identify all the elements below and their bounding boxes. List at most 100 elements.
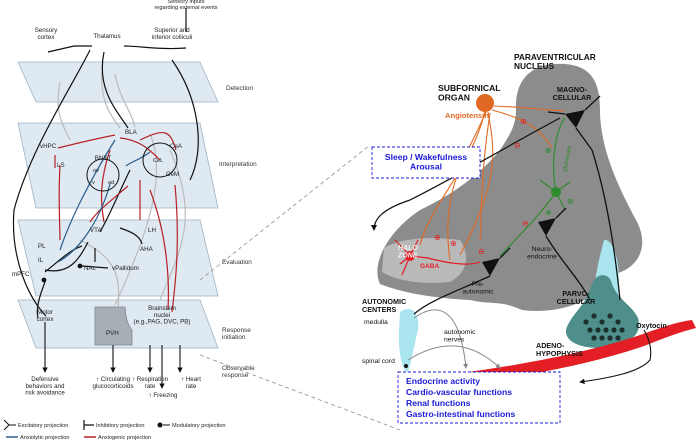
anxiogenic-projections	[54, 132, 178, 313]
medulla-label: medulla	[364, 319, 388, 326]
stage-evaluation: Evaluation	[222, 259, 252, 266]
pl-label: PL	[38, 243, 46, 250]
function-item: Gastro-intestinal functions	[406, 409, 516, 419]
il-label: IL	[38, 257, 44, 264]
plane-detection	[17, 61, 219, 103]
spinal-cord-label: spinal cord	[362, 358, 395, 365]
pvh-label: PVH	[106, 330, 119, 337]
ad-label: ad	[108, 180, 114, 186]
pvh-shape	[94, 306, 133, 346]
anxiolytic-projections	[57, 139, 151, 263]
stage-interpretation: Interpretation	[219, 161, 257, 168]
function-item: Endocrine activity	[406, 376, 480, 386]
glutamate-label: glutamate	[562, 145, 573, 173]
spinal-node	[404, 364, 408, 368]
output-arrows	[42, 322, 183, 389]
sleep-wakefulness-box	[371, 146, 481, 179]
bnst-label: BNST	[95, 155, 112, 162]
v-label: v	[92, 180, 95, 186]
arousal-projection	[371, 117, 561, 231]
minus-sign: ⊖	[478, 247, 485, 256]
cea-circle	[142, 142, 178, 178]
gaba-neuron	[394, 239, 481, 276]
autonomic-centers-shape	[398, 309, 419, 372]
nac-label: NAc	[84, 265, 96, 272]
modulatory-legend-icon	[157, 422, 163, 428]
minus-sign: ⊖	[514, 141, 521, 150]
oxytocin-arrow	[579, 329, 652, 385]
legend-inhibitory: Inhibitory projection	[96, 423, 145, 429]
plus-sign: ⊕	[520, 117, 527, 126]
cem-label: CeM	[166, 171, 179, 178]
freezing-output: ↑ Freezing	[149, 392, 178, 399]
ov-label: ov	[93, 168, 99, 174]
plus-sign: ⊕	[434, 233, 441, 242]
neuroendocrine-label: Neuro-endocrine	[527, 246, 557, 260]
preautonomic-neuron	[413, 247, 511, 315]
zoom-connectors	[199, 144, 401, 431]
neuroendocrine-neuron	[538, 207, 591, 301]
legend-anxiogenic: Anxiogenic projection	[98, 435, 151, 441]
bnst-circle	[86, 158, 120, 192]
lh-label: LH	[148, 227, 156, 234]
ls-label: LS	[57, 162, 65, 169]
excitatory-legend-icon	[3, 419, 16, 431]
glutamate-neuron	[499, 117, 571, 257]
oxytocin-label: Oxytocin	[636, 321, 667, 330]
gaba-label: GABA	[420, 263, 439, 270]
faded-projections	[57, 71, 186, 311]
magnocellular-neuron	[547, 95, 621, 301]
stage-detection: Detection	[226, 85, 253, 92]
aha-label: AHA	[140, 246, 154, 253]
functions-box	[397, 371, 561, 424]
black-projections	[12, 8, 199, 319]
minus-sign: ⊖	[522, 219, 529, 228]
vhpc-label: vHPC	[40, 143, 57, 150]
inhibitory-legend-icon	[83, 420, 94, 430]
mpfc-label: mPFC	[12, 271, 30, 278]
legend-anxiolytic: Anxiolytic projection	[20, 435, 69, 441]
nac-node	[77, 263, 83, 269]
autonomic-nerve-arrows	[407, 309, 501, 369]
blood-vessel	[468, 320, 696, 382]
function-item: Renal functions	[406, 398, 471, 408]
cea-label: CeA	[170, 143, 183, 150]
legend-excitatory: Excitatory projection	[18, 423, 68, 429]
synapse-signs: ⊕ ⊕ ⊕ ⊕ ⊕ ⊕ ⊖ ⊖ ⊖	[434, 117, 574, 256]
subfornical-organ-ball	[476, 94, 494, 112]
angiotensin-label: Angiotensin	[445, 111, 489, 120]
function-item: Cardio-vascular functions	[406, 387, 512, 397]
legend-modulatory: Modulatory projection	[172, 423, 225, 429]
plus-sign: ⊕	[545, 146, 552, 155]
vpallidum-label: vPallidum	[112, 265, 139, 272]
plus-sign: ⊕	[450, 239, 457, 248]
legend: Excitatory projection Inhibitory project…	[3, 419, 225, 441]
thalamus-label: Thalamus	[93, 33, 120, 40]
plus-sign: ⊕	[567, 197, 574, 206]
plus-sign: ⊕	[545, 208, 552, 217]
right-panel: ⊕ ⊕ ⊕ ⊕ ⊕ ⊕ ⊖ ⊖ ⊖ Sleep / WakefulnessAro…	[362, 52, 696, 424]
preautonomic-label: Pre-autonomic	[462, 281, 494, 295]
plane-interpretation	[17, 122, 219, 209]
magnocellular-label: MAGNO-CELLULAR	[553, 85, 593, 102]
cel-label: CeL	[153, 158, 163, 164]
pituitary-cells	[583, 313, 625, 341]
